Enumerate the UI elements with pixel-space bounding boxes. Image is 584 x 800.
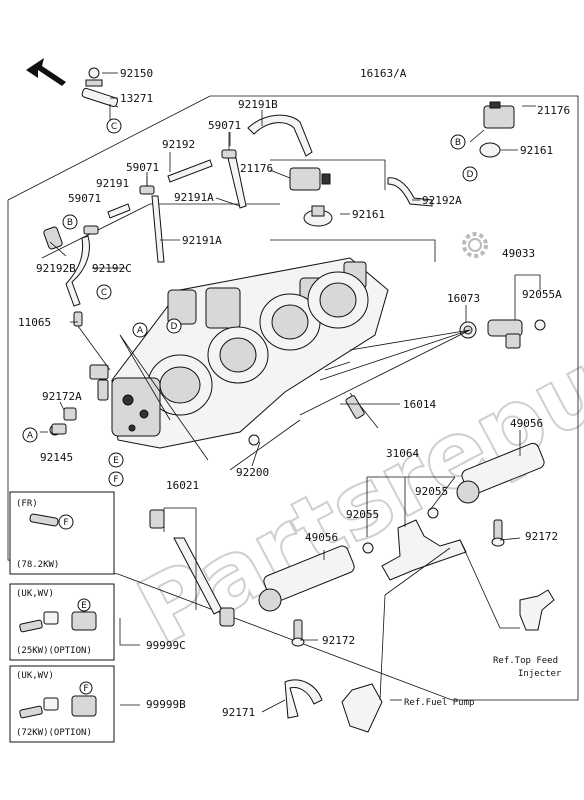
ref-top-feed-line2: Injecter (518, 669, 562, 679)
callout-c-mid: C (96, 284, 112, 300)
svg-text:B: B (455, 138, 461, 148)
svg-text:F: F (63, 518, 68, 528)
part-label: 16021 (166, 479, 199, 492)
part-label: 92171 (222, 706, 255, 719)
part-label: 11065 (18, 316, 51, 329)
part-label: 92200 (236, 466, 269, 479)
svg-text:C: C (111, 122, 117, 132)
callout-b-left: B (62, 214, 78, 230)
part-label: 92192C (92, 262, 132, 275)
inset-fr-foot: (78.2KW) (16, 560, 59, 570)
part-label: 21176 (240, 162, 273, 175)
gear-icon (462, 232, 488, 258)
inset-uk-72kw: (UK,WV) F (72KW)(OPTION) (9, 665, 115, 743)
part-label: 49056 (305, 531, 338, 544)
part-label: 92191A (174, 191, 214, 204)
callout-b-top: B (450, 134, 466, 150)
part-label: 99999B (146, 698, 186, 711)
lower-left-parts (49, 361, 379, 627)
part-label: 92192B (36, 262, 76, 275)
part-label: 92145 (40, 451, 73, 464)
sensor-frame-2 (270, 239, 436, 262)
vacuum-hoses (43, 67, 433, 371)
svg-text:F: F (113, 475, 118, 485)
svg-text:A: A (27, 431, 34, 441)
ref-top-feed-line1: Ref.Top Feed (493, 656, 558, 666)
part-label: 92172 (525, 530, 558, 543)
part-label: 31064 (386, 447, 419, 460)
inset-uk25-head: (UK,WV) (16, 589, 54, 599)
svg-text:E: E (81, 601, 87, 611)
hose-frame (41, 203, 280, 259)
assembly-outline-lower (7, 200, 475, 701)
part-label: 92161 (520, 144, 553, 157)
right-side-parts (258, 232, 555, 733)
part-label: 92055 (346, 508, 379, 521)
part-label: 92055 (415, 485, 448, 498)
part-label: 49056 (510, 417, 543, 430)
svg-text:F: F (83, 684, 88, 694)
front-arrow-icon (26, 58, 66, 86)
callout-e: E (108, 452, 124, 468)
svg-text:D: D (171, 322, 178, 332)
part-label: 92055A (522, 288, 562, 301)
inset-uk72-head: (UK,WV) (16, 671, 54, 681)
part-label: 92150 (120, 67, 153, 80)
callout-f: F (108, 471, 124, 487)
inset-uk-25kw: (UK,WV) E (25KW)(OPTION) (9, 583, 115, 661)
part-label: 16014 (403, 398, 436, 411)
inset-fr-head: (FR) (16, 499, 38, 509)
part-label: 92172 (322, 634, 355, 647)
svg-text:C: C (101, 288, 107, 298)
inset-uk72-foot: (72KW)(OPTION) (16, 728, 92, 738)
part-labels: 92150 13271 16163/A 21176 92161 92191B 5… (18, 67, 570, 719)
part-label: 92172A (42, 390, 82, 403)
part-label: 92191B (238, 98, 278, 111)
part-label: 92191 (96, 177, 129, 190)
part-label: 59071 (126, 161, 159, 174)
svg-text:A: A (137, 326, 144, 336)
part-label: 21176 (537, 104, 570, 117)
assembly-outline (7, 95, 579, 701)
callout-d-mid: D (166, 318, 182, 334)
throttle-body-assembly (89, 257, 389, 449)
sensor-frame (270, 159, 386, 190)
callout-c-top: C (106, 118, 122, 134)
part-label: 13271 (120, 92, 153, 105)
pressure-sensors (289, 101, 515, 227)
callout-d-top: D (462, 166, 478, 182)
callout-a-left: A (22, 427, 38, 443)
part-label: 16163/A (360, 67, 407, 80)
part-label: 59071 (208, 119, 241, 132)
part-label: 92161 (352, 208, 385, 221)
part-label: 92191A (182, 234, 222, 247)
part-label: 99999C (146, 639, 186, 652)
part-label: 49033 (502, 247, 535, 260)
part-label: 59071 (68, 192, 101, 205)
leader-lines (40, 72, 541, 713)
callout-a-mid: A (132, 322, 148, 338)
inset-uk25-foot: (25KW)(OPTION) (16, 646, 92, 656)
part-label: 92192A (422, 194, 462, 207)
inset-fr: (FR) F (78.2KW) (9, 491, 115, 575)
svg-text:E: E (113, 456, 119, 466)
part-label: 16073 (447, 292, 480, 305)
svg-text:D: D (467, 170, 474, 180)
ref-fuel-pump: Ref.Fuel Pump (404, 698, 474, 708)
part-label: 92192 (162, 138, 195, 151)
svg-text:B: B (67, 218, 73, 228)
